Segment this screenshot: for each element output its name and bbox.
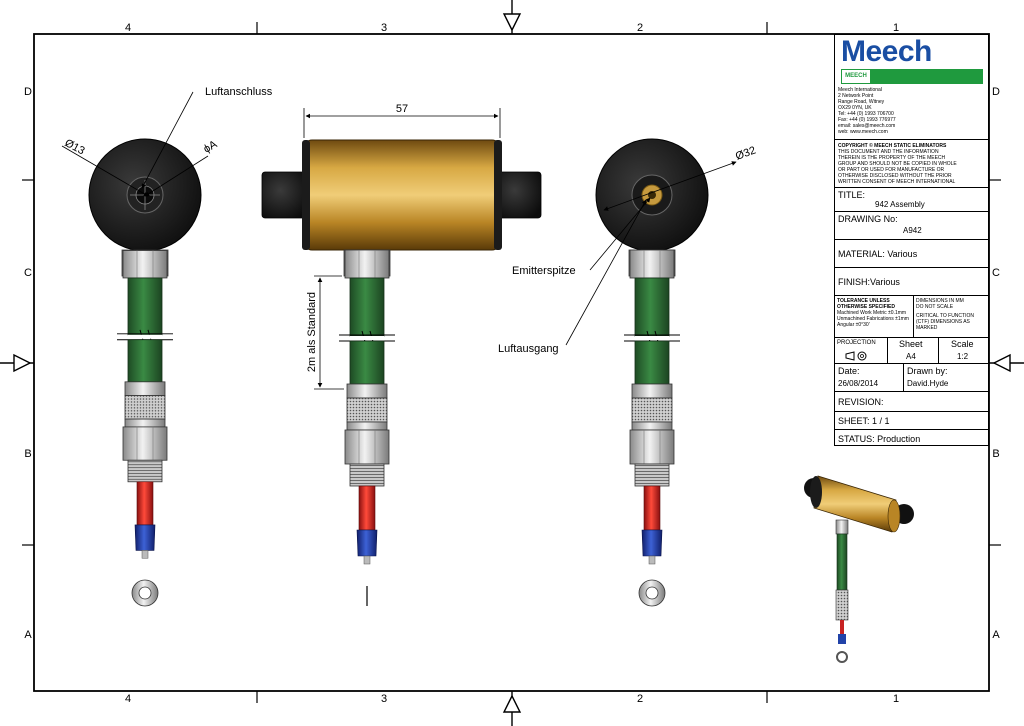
zone-bottom-1: 1 <box>893 693 899 705</box>
title-label: TITLE: <box>838 190 866 200</box>
drawn-by-value: David.Hyde <box>907 379 949 388</box>
title-block: Meech MEECH Meech International 2 Networ… <box>834 34 989 446</box>
scale-label: Scale <box>951 339 974 349</box>
zone-right-A: A <box>992 629 1000 641</box>
callout-luftausgang: Luftausgang <box>498 343 559 355</box>
zone-left-C: C <box>24 267 32 279</box>
zone-bottom-2: 2 <box>637 693 643 705</box>
zone-right-B: B <box>992 448 999 460</box>
dim-diaA: ϕA <box>202 138 220 155</box>
date-value: 26/08/2014 <box>838 379 879 388</box>
date-label: Date: <box>838 366 860 376</box>
callout-luftanschluss: Luftanschluss <box>205 86 273 98</box>
zone-top-1: 1 <box>893 22 899 34</box>
zone-top-4: 4 <box>125 22 131 34</box>
zone-left-D: D <box>24 86 32 98</box>
address-block: Meech International 2 Network Point Rang… <box>838 87 896 135</box>
status-field: STATUS: Production <box>838 434 921 444</box>
isometric-view <box>804 475 914 663</box>
callout-emitterspitze: Emitterspitze <box>512 265 576 277</box>
zone-top-2: 2 <box>637 22 643 34</box>
drawing-no-label: DRAWING No: <box>838 214 898 224</box>
drawn-by-label: Drawn by: <box>907 366 948 376</box>
projection-symbol-icon <box>845 351 867 361</box>
scale-value: 1:2 <box>957 352 969 361</box>
zone-left-B: B <box>24 448 31 460</box>
tolerance-note: TOLERANCE UNLESS OTHERWISE SPECIFIED Mac… <box>837 298 909 328</box>
copyright-notice: COPYRIGHT © MEECH STATIC ELIMINATORS THI… <box>838 143 957 185</box>
sheet-count-field: SHEET: 1 / 1 <box>838 416 890 426</box>
projection-label: PROJECTION <box>837 340 876 346</box>
meech-logo: Meech <box>841 35 932 68</box>
dim-dia13: Ø13 <box>63 137 87 157</box>
material-field: MATERIAL: Various <box>838 249 918 259</box>
centre-side-view <box>261 108 542 606</box>
revision-field: REVISION: <box>838 397 884 407</box>
left-end-view <box>61 91 209 607</box>
zone-bottom-4: 4 <box>125 693 131 705</box>
drawing-no-value: A942 <box>903 226 922 235</box>
zone-top-3: 3 <box>381 22 387 34</box>
zone-left-A: A <box>24 629 32 641</box>
zone-bottom-3: 3 <box>381 693 387 705</box>
zone-ticks <box>22 22 1001 703</box>
dimensions-note: DIMENSIONS IN MM DO NOT SCALE CRITICAL T… <box>916 298 974 331</box>
zone-right-D: D <box>992 86 1000 98</box>
sheet-size-label: Sheet <box>899 339 923 349</box>
dim-dia32: Ø32 <box>734 144 758 162</box>
sheet-size-value: A4 <box>906 352 916 361</box>
finish-field: FINISH:Various <box>838 277 900 287</box>
title-value: 942 Assembly <box>875 200 925 209</box>
logo-green-bar <box>841 69 983 84</box>
callout-standard-length: 2m als Standard <box>306 292 318 372</box>
right-end-view <box>565 138 737 607</box>
zone-right-C: C <box>992 267 1000 279</box>
dim-57: 57 <box>396 103 408 115</box>
logo-badge: MEECH <box>841 69 871 84</box>
